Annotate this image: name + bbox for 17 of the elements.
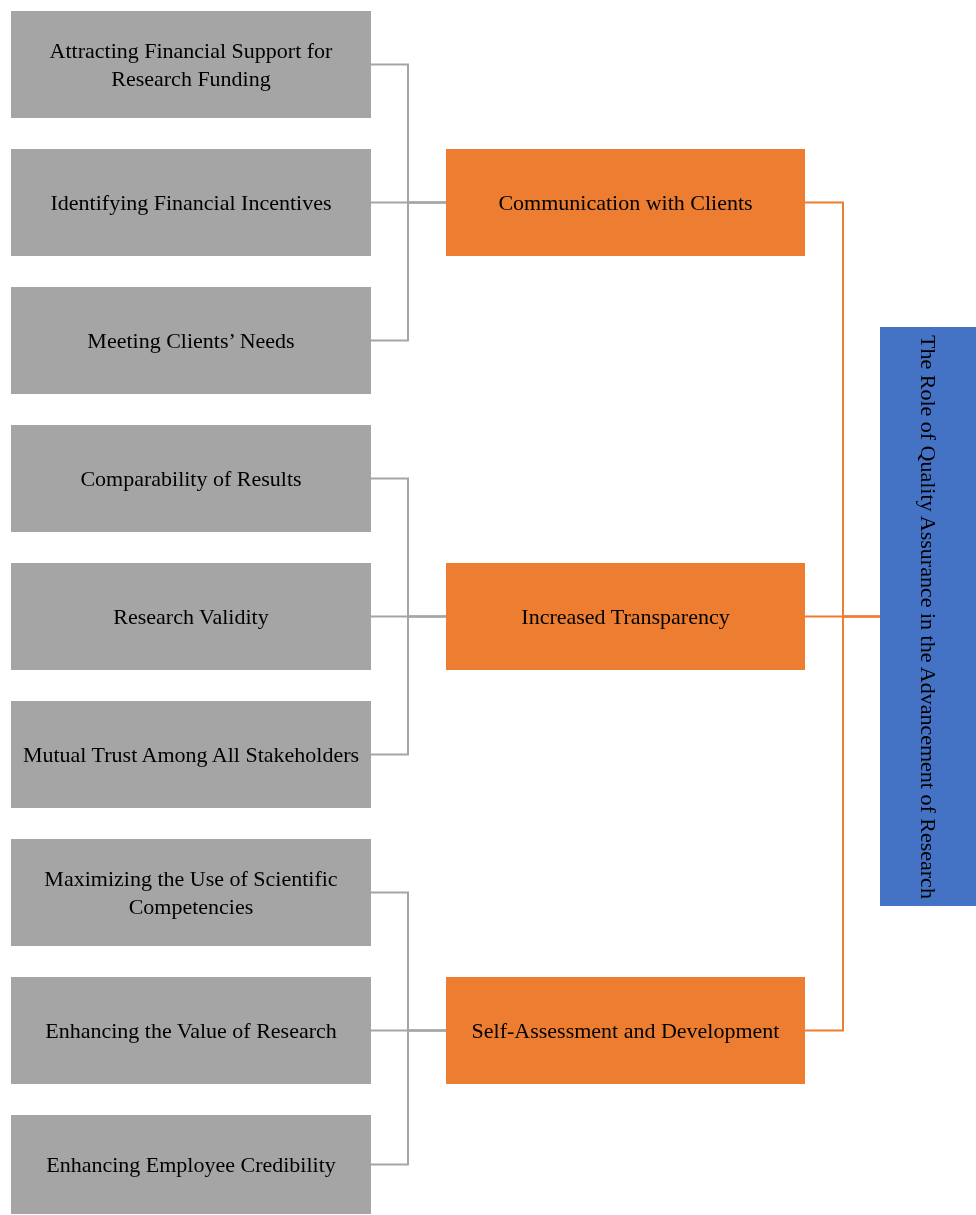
item-box: Identifying Financial Incentives	[11, 149, 371, 256]
item-box: Enhancing Employee Credibility	[11, 1115, 371, 1214]
title-box: The Role of Quality Assurance in the Advancement of Research	[880, 327, 976, 906]
item-box: Meeting Clients’ Needs	[11, 287, 371, 394]
item-box: Research Validity	[11, 563, 371, 670]
category-box: Increased Transparency	[446, 563, 805, 670]
category-box: Communication with Clients	[446, 149, 805, 256]
connector-line	[370, 1029, 447, 1166]
connector-line	[370, 201, 447, 342]
item-box: Attracting Financial Support for Research Funding	[11, 11, 371, 118]
connector-line	[370, 615, 447, 756]
item-box: Mutual Trust Among All Stakeholders	[11, 701, 371, 808]
category-box: Self-Assessment and Development	[446, 977, 805, 1084]
item-box: Enhancing the Value of Research	[11, 977, 371, 1084]
item-box: Comparability of Results	[11, 425, 371, 532]
connector-line	[804, 615, 881, 1032]
item-box: Maximizing the Use of Scientific Competencies	[11, 839, 371, 946]
